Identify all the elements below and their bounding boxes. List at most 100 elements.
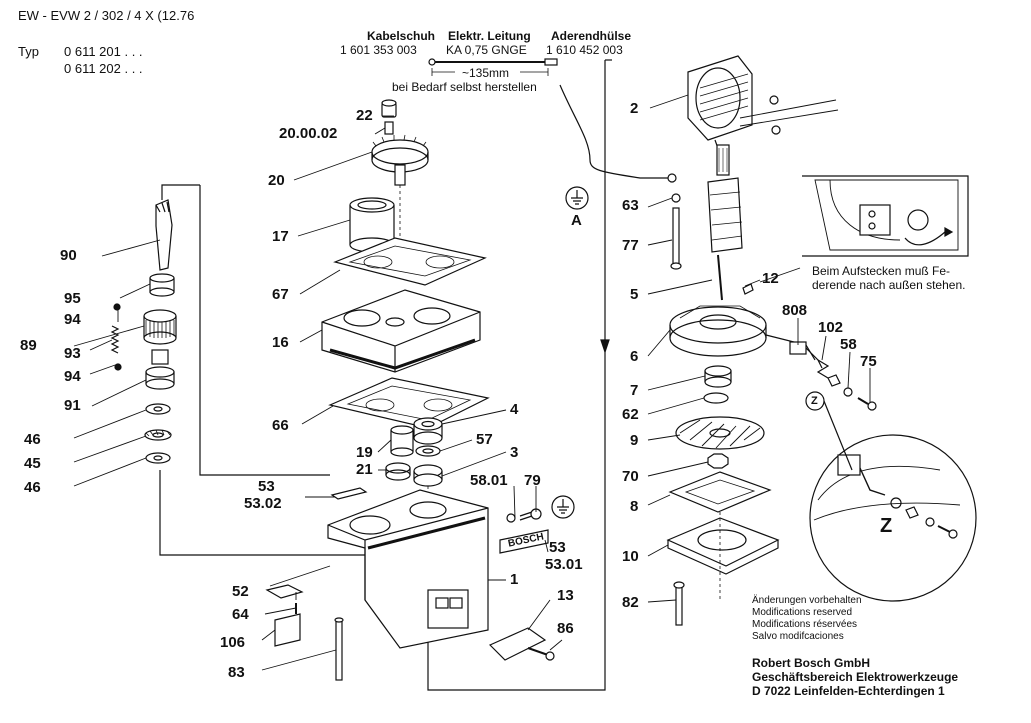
part-label-89: 89 [20, 337, 37, 354]
part-91 [145, 366, 175, 378]
changes-note-fr: Modifications réservées [752, 619, 858, 630]
washer-58 [843, 387, 853, 397]
document-code: EW - EVW 2 / 302 / 4 X (12.76 [18, 8, 195, 23]
spring-93 [110, 325, 120, 354]
footer-company: Robert Bosch GmbH [752, 656, 871, 670]
washer-46-bottom [145, 452, 171, 464]
bearing-95 [149, 273, 175, 283]
part-label-8: 8 [630, 498, 639, 515]
assembly-frame-line [427, 60, 606, 691]
spring-102 [816, 359, 830, 379]
housing-window [427, 589, 469, 629]
aderend-title: Aderendhülse [551, 29, 632, 43]
washer-57 [415, 445, 441, 457]
gear-89 [143, 309, 177, 323]
part-label-67: 67 [272, 286, 289, 303]
label-53 [330, 487, 368, 500]
part-label-46-top: 46 [24, 431, 41, 448]
gasket-66 [328, 377, 490, 429]
part-label-53b: 53 [549, 539, 566, 556]
changes-note-es: Salvo modifcaciones [752, 631, 844, 642]
part-label-17: 17 [272, 228, 289, 245]
part-label-57: 57 [476, 431, 493, 448]
mounting-note-line-2: derende nach außen stehen. [812, 278, 966, 292]
part-label-106: 106 [220, 634, 246, 651]
screw-79 [519, 511, 533, 521]
gear-housing-16 [321, 289, 481, 373]
plate-52 [265, 584, 304, 599]
footer-address: D 7022 Leinfelden-Echterdingen 1 [752, 684, 945, 698]
clip-12 [742, 283, 754, 295]
part-label-12: 12 [762, 270, 779, 287]
typ-label: Typ [18, 44, 39, 59]
screw-86 [527, 647, 549, 656]
part-label-83: 83 [228, 664, 245, 681]
typ-value-1: 0 611 201 . . . [64, 44, 143, 59]
screw-77 [672, 207, 680, 267]
part-label-2: 2 [630, 100, 639, 117]
base-plate-10 [666, 517, 780, 567]
part-label-21: 21 [356, 461, 373, 478]
part-label-4: 4 [510, 401, 519, 418]
part-label-45: 45 [24, 455, 41, 472]
footer-division: Geschäftsbereich Elektrowerkzeuge [752, 670, 959, 684]
part-label-94-bottom: 94 [64, 368, 81, 385]
part-label-808: 808 [782, 302, 808, 319]
part-label-86: 86 [557, 620, 574, 637]
changes-note-de: Änderungen vorbehalten [752, 595, 862, 606]
part-label-53-02: 53.02 [244, 495, 282, 512]
part-label-52: 52 [232, 583, 249, 600]
ground-wire [559, 84, 668, 179]
part-label-13: 13 [557, 587, 574, 604]
gasket-67 [333, 237, 487, 286]
part-label-91: 91 [64, 397, 81, 414]
part-label-16: 16 [272, 334, 289, 351]
part-label-53: 53 [258, 478, 275, 495]
part-label-93: 93 [64, 345, 81, 362]
part-label-64: 64 [232, 606, 249, 623]
aderend-number: 1 610 452 003 [546, 43, 623, 57]
cover-13 [488, 627, 547, 661]
changes-note-en: Modifications reserved [752, 607, 853, 618]
part-label-20-00-02: 20.00.02 [279, 125, 338, 142]
part-label-1: 1 [510, 571, 519, 588]
part-label-79: 79 [524, 472, 541, 489]
detail-circle-z [809, 434, 977, 602]
part-label-46-bottom: 46 [24, 479, 41, 496]
part-label-9: 9 [630, 432, 639, 449]
leitung-title: Elektr. Leitung [448, 29, 531, 43]
part-label-90: 90 [60, 247, 77, 264]
pad-106 [274, 613, 301, 647]
part-label-63: 63 [622, 197, 639, 214]
typ-value-2: 0 611 202 . . . [64, 61, 143, 76]
kabelschuh-number: 1 601 353 003 [340, 43, 417, 57]
leitung-value: KA 0,75 GNGE [446, 43, 527, 57]
detail-circle-z-label: Z [880, 515, 893, 537]
part-label-6: 6 [630, 348, 639, 365]
part-label-102: 102 [818, 319, 844, 336]
part-label-62: 62 [622, 406, 639, 423]
bearing-4 [413, 417, 443, 431]
part-label-70: 70 [622, 468, 639, 485]
fan-9 [675, 416, 765, 450]
part-label-95: 95 [64, 290, 81, 307]
ground-symbol-b [551, 495, 575, 519]
ground-symbol-a [565, 186, 589, 210]
part-label-53-01: 53.01 [545, 556, 583, 573]
screw-75 [857, 397, 869, 405]
gasket-8 [668, 471, 772, 513]
part-label-82: 82 [622, 594, 639, 611]
part-19 [390, 425, 414, 435]
nut-70 [707, 453, 729, 469]
mounting-note-line-1: Beim Aufstecken muß Fe- [812, 264, 951, 278]
part-label-58-01: 58.01 [470, 472, 508, 489]
ground-label-a: A [571, 212, 582, 229]
cable-length: ~135mm [462, 66, 510, 80]
part-label-75: 75 [860, 353, 877, 370]
part-label-20: 20 [268, 172, 285, 189]
part-label-3: 3 [510, 444, 519, 461]
part-label-10: 10 [622, 548, 639, 565]
part-label-58: 58 [840, 336, 857, 353]
kabelschuh-title: Kabelschuh [367, 29, 436, 43]
pin-20-00-02 [384, 121, 394, 135]
